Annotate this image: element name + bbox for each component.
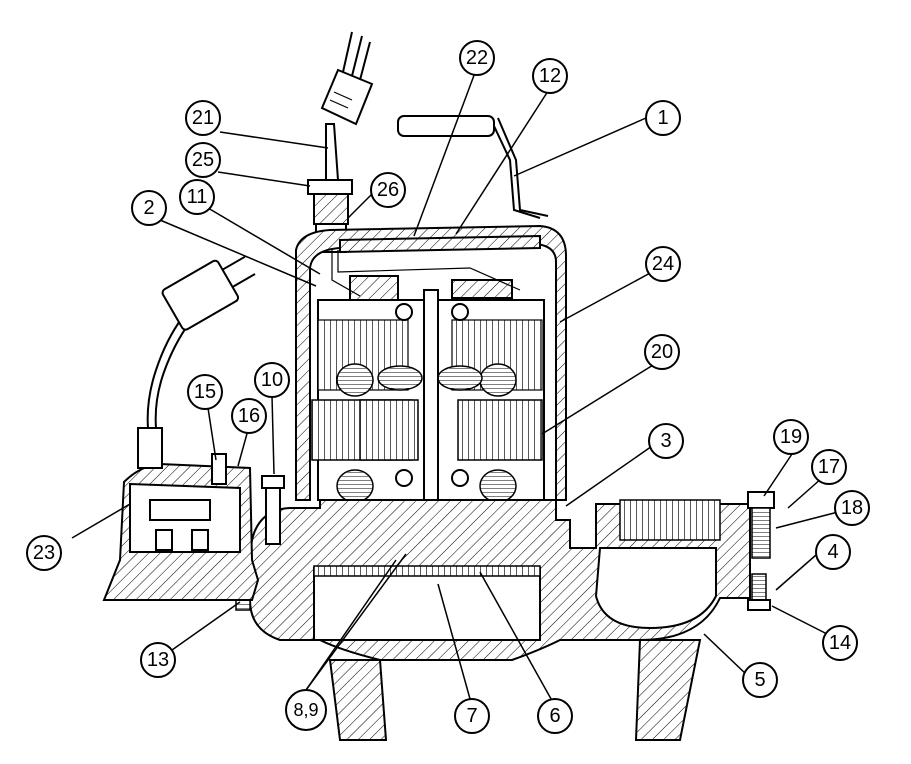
motor-cover (339, 234, 541, 254)
leg-left (328, 659, 388, 741)
callout-19-label: 19 (780, 426, 802, 448)
discharge-bore (594, 547, 717, 630)
float-plug (161, 255, 256, 331)
callout-16: 16 (231, 398, 267, 434)
callout-1-label: 1 (657, 107, 668, 129)
callout-20-label: 20 (651, 341, 673, 363)
callout-19: 19 (773, 419, 809, 455)
callout-4: 4 (815, 534, 851, 570)
power-plug (320, 31, 374, 126)
callout-24-label: 24 (652, 253, 674, 275)
callout-7: 7 (454, 698, 490, 734)
impeller-plate (313, 565, 541, 577)
callout-4-label: 4 (827, 541, 838, 563)
callout-6: 6 (537, 698, 573, 734)
callout-23: 23 (26, 535, 62, 571)
callout-23-label: 23 (33, 542, 55, 564)
callout-5-label: 5 (754, 669, 765, 691)
internal-wires (331, 250, 361, 297)
callout-3-label: 3 (660, 430, 671, 452)
callout-2: 2 (131, 190, 167, 226)
callout-24: 24 (645, 246, 681, 282)
callout-3: 3 (648, 423, 684, 459)
callout-20: 20 (644, 334, 680, 370)
callout-6-label: 6 (549, 705, 560, 727)
callout-11: 11 (179, 179, 215, 215)
handle (397, 115, 549, 219)
pump-drawing (102, 31, 775, 741)
callout-12-label: 12 (539, 65, 561, 87)
callout-18-label: 18 (841, 497, 863, 519)
callout-25-label: 25 (192, 149, 214, 171)
callout-15-label: 15 (194, 381, 216, 403)
callout-17-label: 17 (818, 456, 840, 478)
callout-26-label: 26 (377, 179, 399, 201)
callout-8-9-label: 8,9 (293, 700, 318, 720)
callout-16-label: 16 (238, 405, 260, 427)
flange-bolts (747, 491, 775, 611)
callout-11-label: 11 (187, 186, 208, 208)
callout-18: 18 (834, 490, 870, 526)
callout-10-label: 10 (261, 369, 283, 391)
callout-15: 15 (187, 374, 223, 410)
callout-1: 1 (645, 100, 681, 136)
discharge-thread (619, 499, 721, 541)
callout-12: 12 (532, 58, 568, 94)
callout-26: 26 (370, 172, 406, 208)
callout-10: 10 (254, 362, 290, 398)
callout-17: 17 (811, 449, 847, 485)
callout-25: 25 (185, 142, 221, 178)
leader-lines (71, 69, 839, 707)
power-cord (325, 123, 340, 181)
callout-2-label: 2 (143, 197, 154, 219)
callout-13-label: 13 (147, 649, 169, 671)
callout-8-9: 8,9 (285, 689, 327, 731)
leg-right (634, 639, 702, 741)
callout-14-label: 14 (829, 632, 851, 654)
callout-22: 22 (459, 40, 495, 76)
float-cord (146, 317, 183, 429)
callout-21: 21 (185, 100, 221, 136)
motor-housing (295, 224, 567, 501)
float-switch-assembly (102, 427, 260, 601)
callout-7-label: 7 (466, 705, 477, 727)
callout-5: 5 (742, 662, 778, 698)
callout-13: 13 (140, 642, 176, 678)
callout-22-label: 22 (466, 47, 488, 69)
callout-21-label: 21 (192, 107, 214, 129)
callout-14: 14 (822, 625, 858, 661)
